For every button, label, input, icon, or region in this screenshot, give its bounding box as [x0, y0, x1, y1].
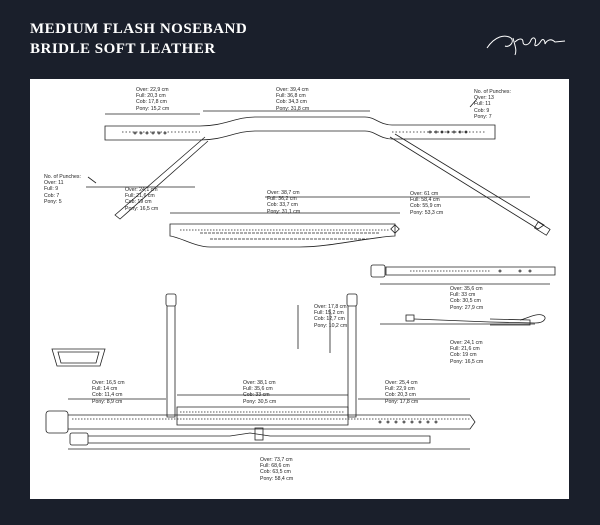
measure-line: Cob: 30,5 cm [450, 298, 481, 305]
measure-line: Over: 24,1 cm [450, 340, 483, 346]
cheek-pieces [165, 293, 358, 418]
measure-line: Over: 11 [44, 180, 64, 187]
keeper [51, 348, 106, 367]
nose-center-measurements: Over: 38,1 cm Full: 35,6 cm Cob: 33 cm P… [243, 380, 276, 405]
measure-line: Pony: 10,2 cm [314, 322, 348, 329]
measure-line: Over: 38,7 cm [267, 190, 300, 196]
measure-line: Cob: 19 cm [450, 352, 477, 359]
signature-logo-icon [486, 35, 566, 56]
flash-strap [380, 314, 546, 326]
measure-line: Full: 36,2 cm [267, 196, 297, 203]
measure-line: Pony: 17,8 cm [385, 398, 419, 405]
flash-strap-measurements: Over: 24,1 cm Full: 21,6 cm Cob: 19 cm P… [450, 340, 483, 365]
measure-line: Cob: 33 cm [243, 392, 270, 399]
page-title-line1: MEDIUM FLASH NOSEBAND [30, 21, 248, 37]
headpiece-dimensions [86, 98, 530, 198]
throatlash-right-measurements: Over: 61 cm Full: 58,4 cm Cob: 55,9 cm P… [410, 191, 443, 216]
measure-line: Pony: 58,4 cm [260, 475, 294, 482]
measure-line: Over: 38,1 cm [243, 380, 276, 386]
punches-right: No. of Punches: Over: 13 Full: 11 Cob: 9… [474, 89, 511, 120]
measure-line: Full: 11 [474, 101, 491, 108]
measure-line: Full: 9 [44, 186, 59, 193]
measure-line: Pony: 5 [44, 198, 62, 205]
measure-line: Cob: 55,9 cm [410, 203, 441, 210]
measure-line: Pony: 30,5 cm [243, 398, 277, 405]
headpiece [104, 116, 551, 236]
browband-measurements: Over: 38,7 cm Full: 36,2 cm Cob: 33,7 cm… [267, 190, 300, 215]
measure-line: Over: 61 cm [410, 191, 439, 197]
measure-line: Cob: 7 [44, 192, 60, 199]
measure-line: Pony: 15,2 cm [136, 105, 170, 112]
measure-line: Full: 22,9 cm [385, 386, 415, 393]
measure-line: Pony: 53,3 cm [410, 209, 444, 216]
measure-line: Cob: 17,8 cm [136, 99, 167, 106]
page-title-line2: BRIDLE SOFT LEATHER [30, 41, 216, 57]
measure-line: No. of Punches: [44, 174, 81, 180]
measure-line: Over: 39,4 cm [276, 87, 309, 93]
measure-line: Over: 16,5 cm [92, 380, 125, 386]
strap-right-measurements: Over: 35,6 cm Full: 33 cm Cob: 30,5 cm P… [450, 286, 483, 311]
measure-line: Pony: 31,1 cm [267, 208, 301, 215]
measure-line: Full: 68,6 cm [260, 463, 290, 470]
noseband [45, 406, 476, 446]
measure-line: Full: 15,2 cm [314, 310, 344, 317]
diagram-panel: Over: 22,9 cm Full: 20,3 cm Cob: 17,8 cm… [30, 79, 569, 499]
cheek-gap-measurements: Over: 17,8 cm Full: 15,2 cm Cob: 12,7 cm… [314, 304, 347, 329]
measure-line: Full: 36,8 cm [276, 93, 306, 100]
measure-line: Pony: 16,5 cm [450, 358, 484, 365]
measure-line: Over: 35,6 cm [450, 286, 483, 292]
measure-line: Cob: 12,7 cm [314, 316, 345, 323]
measure-line: Over: 22,9 cm [136, 87, 169, 93]
measure-line: Full: 21,6 cm [125, 193, 155, 200]
nose-right-measurements: Over: 25,4 cm Full: 22,9 cm Cob: 20,3 cm… [385, 380, 418, 405]
measure-line: Pony: 31,8 cm [276, 105, 310, 112]
bridle-drawing [45, 98, 556, 450]
measure-line: Pony: 8,9 cm [92, 398, 123, 405]
measure-line: Cob: 9 [474, 107, 490, 114]
measure-line: Over: 73,7 cm [260, 457, 293, 463]
nose-left-measurements: Over: 16,5 cm Full: 14 cm Cob: 11,4 cm P… [92, 380, 125, 405]
measure-line: Full: 35,6 cm [243, 386, 273, 393]
measure-line: Full: 33 cm [450, 292, 476, 299]
measure-line: Full: 58,4 cm [410, 197, 440, 204]
measure-line: Full: 14 cm [92, 386, 118, 393]
measure-line: No. of Punches: [474, 89, 511, 95]
measure-line: Cob: 63,5 cm [260, 469, 291, 476]
measure-line: Cob: 19 cm [125, 199, 152, 206]
measure-line: Over: 17,8 cm [314, 304, 347, 310]
measure-line: Pony: 7 [474, 113, 492, 120]
strap-right [370, 264, 556, 285]
measure-line: Cob: 33,7 cm [267, 202, 298, 209]
measure-line: Over: 25,4 cm [385, 380, 418, 386]
throatlash-left-measurements: Over: 24,1 cm Full: 21,6 cm Cob: 19 cm P… [125, 187, 158, 212]
punches-left: No. of Punches: Over: 11 Full: 9 Cob: 7 … [44, 174, 81, 205]
measure-line: Over: 13 [474, 95, 494, 102]
measure-line: Over: 24,1 cm [125, 187, 158, 193]
measure-line: Full: 20,3 cm [136, 93, 166, 100]
nose-total-measurements: Over: 73,7 cm Full: 68,6 cm Cob: 63,5 cm… [260, 457, 293, 482]
measure-line: Pony: 27,9 cm [450, 304, 484, 311]
measure-line: Full: 21,6 cm [450, 346, 480, 353]
measure-line: Cob: 11,4 cm [92, 392, 123, 399]
measure-line: Pony: 16,5 cm [125, 205, 159, 212]
headpiece-center-measurements: Over: 39,4 cm Full: 36,8 cm Cob: 34,3 cm… [276, 87, 309, 112]
measure-line: Cob: 34,3 cm [276, 99, 307, 106]
headpiece-left-measurements: Over: 22,9 cm Full: 20,3 cm Cob: 17,8 cm… [136, 87, 169, 112]
measure-line: Cob: 20,3 cm [385, 392, 416, 399]
browband [169, 212, 400, 248]
noseband-dimensions [68, 309, 470, 450]
